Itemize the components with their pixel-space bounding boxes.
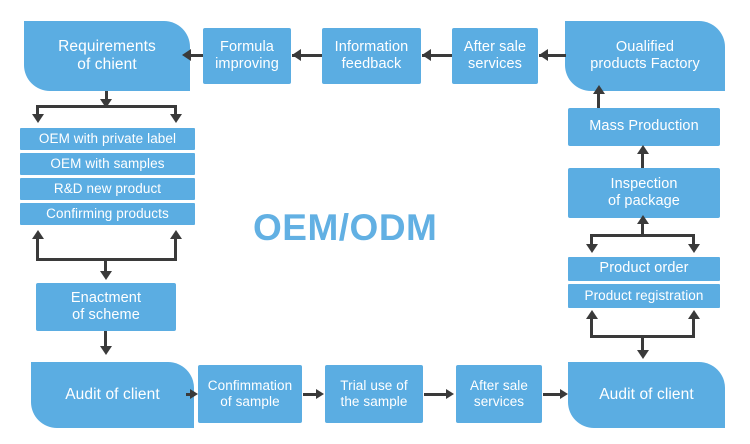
node-audit-of-client-left[interactable]: Audit of client (31, 362, 194, 428)
connector-line (543, 393, 561, 396)
connector-line (105, 91, 108, 103)
connector-line (104, 258, 107, 274)
arrow-down-icon (688, 244, 700, 253)
connector-line (104, 331, 107, 349)
connector-line (641, 335, 644, 353)
arrow-up-icon (637, 215, 649, 224)
connector-line (590, 317, 593, 337)
node-oem-with-private-label[interactable]: OEM with private label (20, 128, 195, 150)
node-after-sale-services-top[interactable]: After sale services (452, 28, 538, 84)
connector-line (174, 238, 177, 260)
node-formula-improving[interactable]: Formula improving (203, 28, 291, 84)
node-oem-with-samples[interactable]: OEM with samples (20, 153, 195, 175)
connector-line (303, 393, 317, 396)
arrow-down-icon (100, 99, 112, 108)
arrow-up-icon (637, 145, 649, 154)
node-inspection-of-package[interactable]: Inspection of package (568, 168, 720, 218)
arrow-up-icon (593, 85, 605, 94)
node-audit-of-client-right[interactable]: Audit of client (568, 362, 725, 428)
arrow-right-icon (560, 389, 568, 399)
node-confirming-products[interactable]: Confirming products (20, 203, 195, 225)
arrow-left-icon (292, 49, 301, 61)
node-product-registration[interactable]: Product registration (568, 284, 720, 308)
arrow-up-icon (170, 230, 182, 239)
connector-line (641, 152, 644, 168)
arrow-down-icon (586, 244, 598, 253)
node-oualified-products-factory[interactable]: Oualified products Factory (565, 21, 725, 91)
connector-line (597, 92, 600, 108)
node-after-sale-services-bottom[interactable]: After sale services (456, 365, 542, 423)
arrow-down-icon (170, 114, 182, 123)
arrow-down-icon (100, 271, 112, 280)
arrow-down-icon (32, 114, 44, 123)
connector-line (174, 105, 177, 118)
arrow-left-icon (422, 49, 431, 61)
node-trial-use-of-the-sample[interactable]: Trial use of the sample (325, 365, 423, 423)
connector-line (36, 238, 39, 260)
connector-line (36, 105, 39, 118)
arrow-left-icon (539, 49, 548, 61)
connector-line (590, 234, 593, 247)
arrow-down-icon (100, 346, 112, 355)
node-enactment-of-scheme[interactable]: Enactment of scheme (36, 283, 176, 331)
connector-line (422, 54, 452, 57)
arrow-left-icon (182, 49, 191, 61)
connector-line (590, 234, 695, 237)
arrow-down-icon (637, 350, 649, 359)
node-rd-new-product[interactable]: R&D new product (20, 178, 195, 200)
node-confimmation-of-sample[interactable]: Confimmation of sample (198, 365, 302, 423)
connector-line (539, 54, 566, 57)
arrow-right-icon (316, 389, 324, 399)
arrow-right-icon (446, 389, 454, 399)
connector-line (424, 393, 447, 396)
node-mass-production[interactable]: Mass Production (568, 108, 720, 146)
connector-line (641, 222, 644, 236)
connector-line (191, 54, 203, 57)
connector-line (692, 317, 695, 337)
node-product-order[interactable]: Product order (568, 257, 720, 281)
arrow-up-icon (688, 310, 700, 319)
arrow-up-icon (32, 230, 44, 239)
arrow-right-icon (190, 389, 198, 399)
connector-line (292, 54, 322, 57)
connector-line (692, 234, 695, 247)
page-title: OEM/ODM (253, 207, 438, 248)
connector-line (36, 105, 177, 108)
arrow-up-icon (586, 310, 598, 319)
node-requirements-of-chient[interactable]: Requirements of chient (24, 21, 190, 91)
node-information-feedback[interactable]: Information feedback (322, 28, 421, 84)
